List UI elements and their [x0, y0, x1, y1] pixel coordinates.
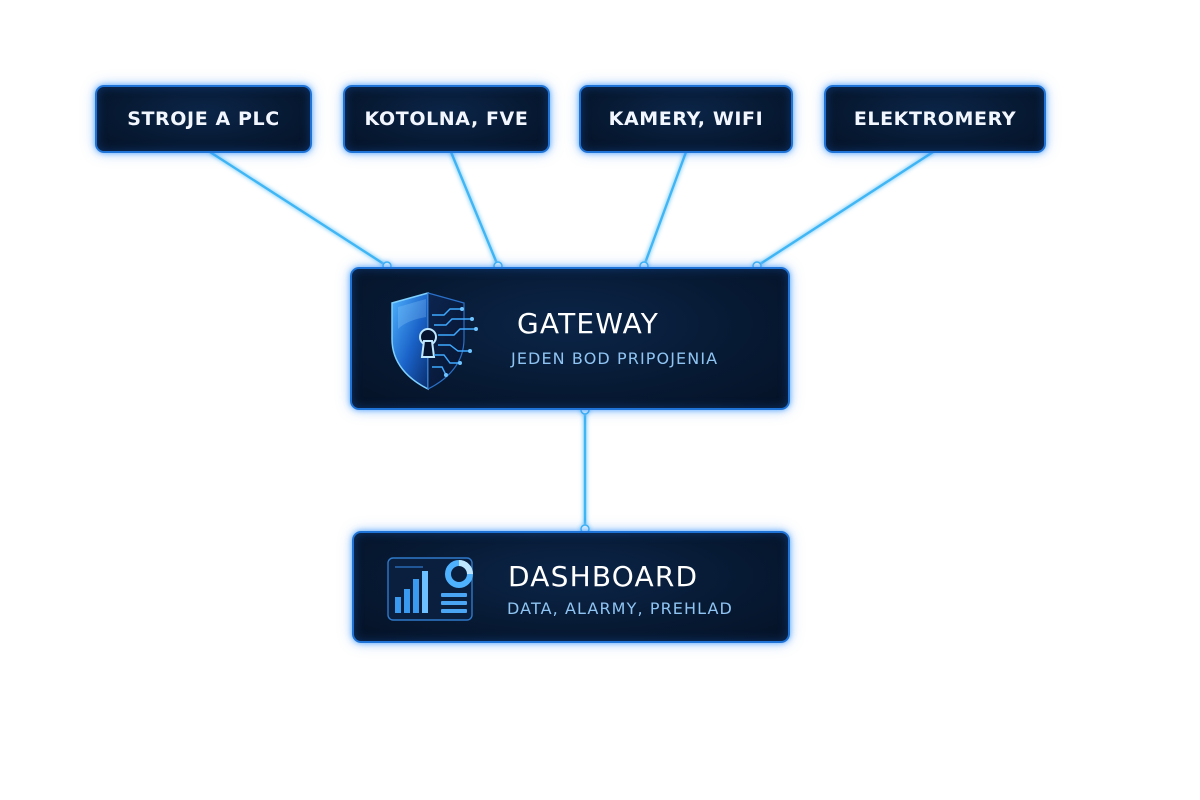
node-stroje-a-plc: STROJE A PLC — [95, 85, 312, 153]
connector-stroje-gateway — [209, 150, 388, 268]
shield-keyhole-icon — [391, 292, 478, 391]
node-label: KAMERY, WIFI — [608, 108, 764, 130]
connector-kotolna-gateway — [449, 151, 500, 267]
node-elektromery: ELEKTROMERY — [824, 85, 1046, 153]
gateway-node: GATEWAY JEDEN BOD PRIPOJENIA — [350, 267, 790, 410]
gateway-title: GATEWAY — [517, 307, 660, 340]
connector-kamery-gateway — [642, 151, 688, 267]
node-kotolna-fve: KOTOLNA, FVE — [343, 85, 550, 153]
connector-elektro-gateway — [756, 150, 934, 268]
dashboard-subtitle: DATA, ALARMY, PREHLAD — [507, 599, 733, 618]
dashboard-title: DASHBOARD — [508, 560, 699, 593]
node-label: ELEKTROMERY — [853, 108, 1017, 130]
gateway-subtitle: JEDEN BOD PRIPOJENIA — [511, 349, 719, 368]
node-label: KOTOLNA, FVE — [364, 108, 529, 130]
dashboard-node: DASHBOARD DATA, ALARMY, PREHLAD — [352, 531, 790, 643]
dashboard-chart-icon — [387, 557, 473, 621]
node-label: STROJE A PLC — [127, 108, 280, 130]
node-kamery-wifi: KAMERY, WIFI — [579, 85, 793, 153]
